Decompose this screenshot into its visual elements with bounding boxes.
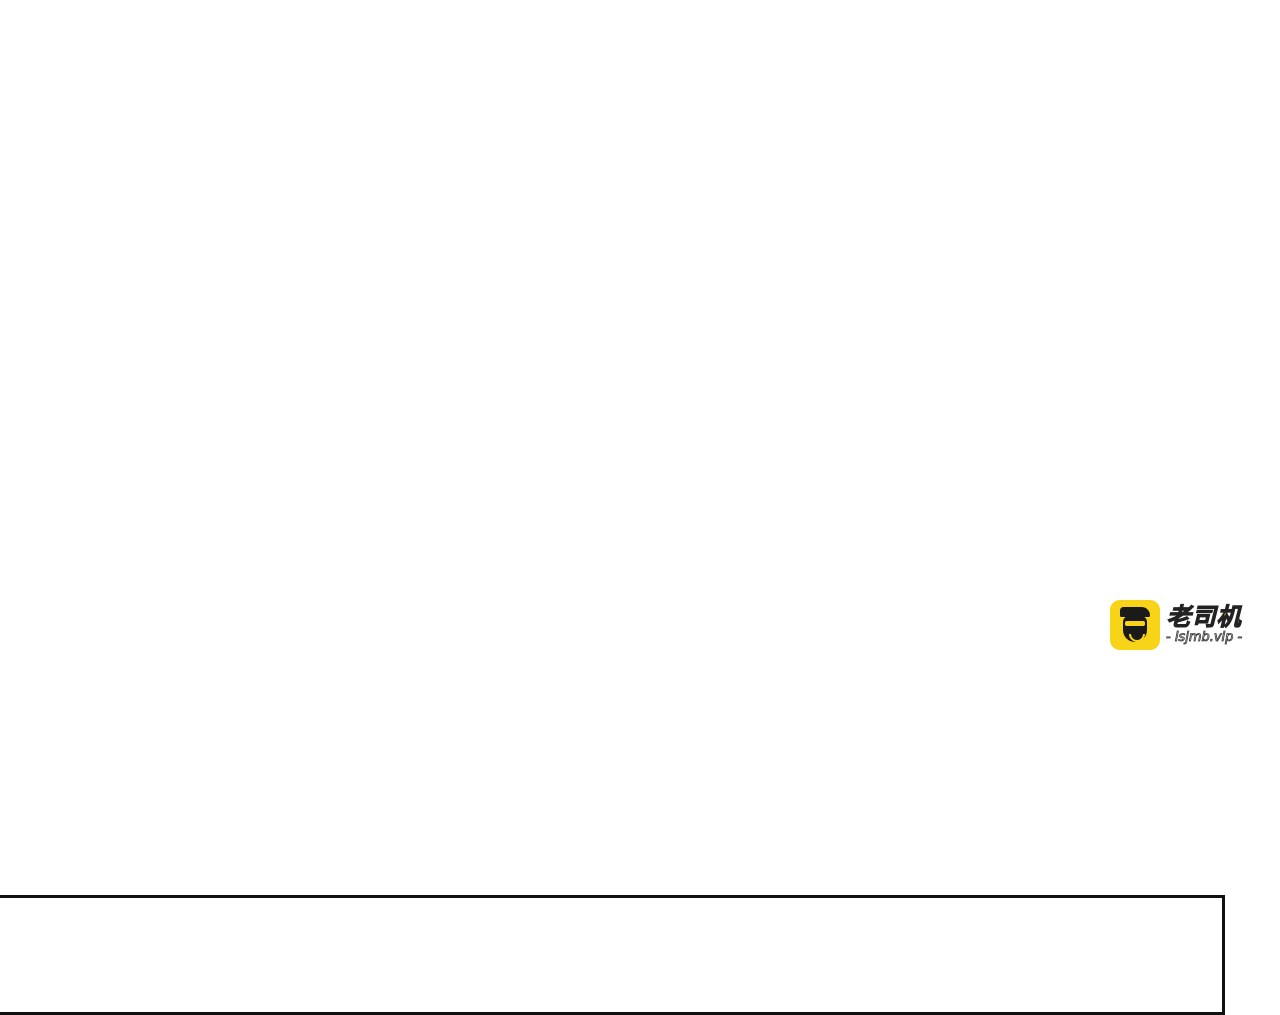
- watermark-brand: 老司机: [1166, 603, 1242, 631]
- watermark: 老司机 - lsjmb.vip -: [1110, 600, 1243, 650]
- comic-panel-border: [0, 895, 1225, 1015]
- watermark-url: - lsjmb.vip -: [1166, 630, 1243, 646]
- driver-face-logo-icon: [1110, 600, 1160, 650]
